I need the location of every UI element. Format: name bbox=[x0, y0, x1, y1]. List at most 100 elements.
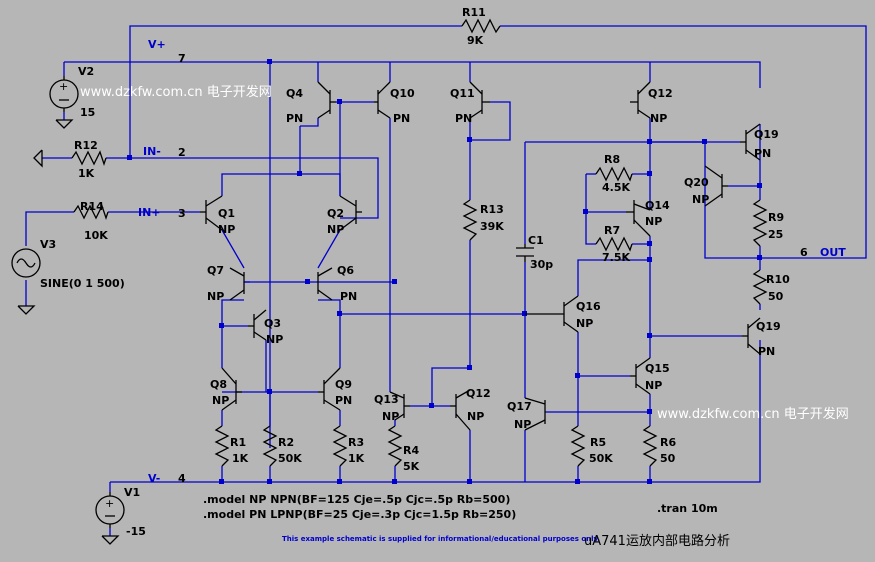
transistor-q15 bbox=[630, 357, 651, 395]
net-2: 2 bbox=[178, 146, 186, 159]
r10-value: 50 bbox=[768, 290, 784, 303]
junctions bbox=[127, 59, 762, 484]
q3-model: NP bbox=[266, 333, 283, 346]
caption: uA741运放内部电路分析 bbox=[584, 533, 730, 549]
transistor-q11 bbox=[630, 81, 651, 119]
watermark-2: www.dzkfw.com.cn 电子开发网 bbox=[657, 406, 849, 422]
resistor-r4 bbox=[387, 425, 403, 467]
net-inplus: IN+ bbox=[138, 206, 161, 219]
transistor-q17 bbox=[524, 397, 546, 431]
svg-text:+: + bbox=[59, 80, 68, 93]
transistor-q8 bbox=[318, 367, 341, 411]
q14-name: Q14 bbox=[645, 199, 670, 212]
resistor-r10 bbox=[752, 269, 768, 305]
q8-model: PN bbox=[335, 394, 352, 407]
model-pn: .model PN LPNP(BF=25 Cje=.3p Cjc=1.5p Rb… bbox=[203, 508, 516, 521]
resistor-r11 bbox=[461, 18, 501, 34]
q11-name: Q12 bbox=[648, 87, 673, 100]
resistor-r5 bbox=[570, 425, 586, 467]
q19-model: PN bbox=[758, 345, 775, 358]
c1-name: C1 bbox=[528, 234, 544, 247]
r14-value: 10K bbox=[84, 229, 108, 242]
transistor-q2 bbox=[339, 195, 362, 231]
r3-name: R3 bbox=[348, 436, 364, 449]
r4-name: R4 bbox=[403, 444, 419, 457]
resistor-r12 bbox=[71, 150, 107, 167]
q12-model: NP bbox=[467, 410, 484, 423]
r7-name: R7 bbox=[604, 224, 620, 237]
r13-name: R13 bbox=[480, 203, 504, 216]
transistor-q4 bbox=[317, 81, 336, 119]
q17-model: NP bbox=[514, 418, 531, 431]
q16-name: Q16 bbox=[576, 300, 601, 313]
v3-value: SINE(0 1 500) bbox=[40, 277, 125, 290]
disclaimer-note: This example schematic is supplied for i… bbox=[282, 535, 600, 543]
resistor-r9 bbox=[752, 199, 768, 247]
q9-model: PN bbox=[393, 112, 410, 125]
r3-value: 1K bbox=[348, 452, 365, 465]
q11-model: NP bbox=[650, 112, 667, 125]
r7-value: 7.5K bbox=[602, 251, 630, 264]
watermark-1: www.dzkfw.com.cn 电子开发网 bbox=[80, 84, 272, 100]
q2-name: Q2 bbox=[327, 207, 344, 220]
v3-name: V3 bbox=[40, 238, 56, 251]
q9-name: Q10 bbox=[390, 87, 415, 100]
q8-name: Q9 bbox=[335, 378, 352, 391]
wires bbox=[25, 25, 867, 536]
v2-value: 15 bbox=[80, 106, 95, 119]
resistor-r7 bbox=[595, 236, 633, 252]
q14-model: NP bbox=[645, 215, 662, 228]
transistor-q16 bbox=[525, 295, 579, 333]
q7-name: Q8 bbox=[210, 378, 227, 391]
r1-name: R1 bbox=[230, 436, 246, 449]
q16-model: NP bbox=[576, 317, 593, 330]
capacitor-c1 bbox=[516, 244, 534, 262]
transistor-q13 bbox=[389, 391, 410, 421]
transistor-q12 bbox=[450, 389, 471, 431]
transistor-q1 bbox=[200, 195, 223, 231]
v1-name: V1 bbox=[124, 486, 140, 499]
r9-value: 25 bbox=[768, 228, 783, 241]
q15-model: NP bbox=[645, 379, 662, 392]
r11-name: R11 bbox=[462, 6, 486, 19]
q15-name: Q15 bbox=[645, 362, 670, 375]
r8-value: 4.5K bbox=[602, 181, 630, 194]
resistor-r13 bbox=[462, 199, 478, 241]
net-inminus: IN- bbox=[143, 145, 161, 158]
source-v1: + bbox=[95, 492, 125, 545]
net-6: 6 bbox=[800, 246, 808, 259]
labels: R11 9K V2 15 V+ 7 R12 1K IN- 2 R14 10K I… bbox=[40, 6, 849, 549]
q4-name: Q4 bbox=[286, 87, 303, 100]
q7-model: NP bbox=[212, 394, 229, 407]
resistor-r8 bbox=[595, 166, 633, 182]
transistor-q7 bbox=[221, 367, 242, 411]
net-vminus: V- bbox=[148, 472, 160, 485]
q3-name: Q3 bbox=[264, 317, 281, 330]
v1-value: -15 bbox=[126, 525, 146, 538]
q10-name: Q11 bbox=[450, 87, 475, 100]
q6-model: NP bbox=[207, 290, 224, 303]
r11-value: 9K bbox=[467, 34, 484, 47]
q20-name: Q20 bbox=[684, 176, 709, 189]
net-vplus: V+ bbox=[148, 38, 166, 51]
model-np: .model NP NPN(BF=125 Cje=.5p Cjc=.5p Rb=… bbox=[203, 493, 510, 506]
r6-name: R6 bbox=[660, 436, 676, 449]
r12-name: R12 bbox=[74, 139, 98, 152]
transistor-q3 bbox=[248, 309, 267, 341]
r8-name: R8 bbox=[604, 153, 620, 166]
q4-model: PN bbox=[286, 112, 303, 125]
r2-name: R2 bbox=[278, 436, 294, 449]
c1-value: 30p bbox=[530, 258, 553, 271]
transistor-q10 bbox=[469, 81, 490, 119]
transistor-q18 bbox=[740, 123, 761, 161]
v2-name: V2 bbox=[78, 65, 94, 78]
svg-text:+: + bbox=[105, 497, 114, 510]
r9-name: R9 bbox=[768, 211, 784, 224]
transistor-q19 bbox=[742, 317, 761, 355]
q18-name: Q19 bbox=[754, 128, 779, 141]
q20-model: NP bbox=[692, 193, 709, 206]
q13-name: Q13 bbox=[374, 393, 399, 406]
q13-model: NP bbox=[382, 410, 399, 423]
net-out: OUT bbox=[820, 246, 846, 259]
q6-name: Q7 bbox=[207, 264, 224, 277]
